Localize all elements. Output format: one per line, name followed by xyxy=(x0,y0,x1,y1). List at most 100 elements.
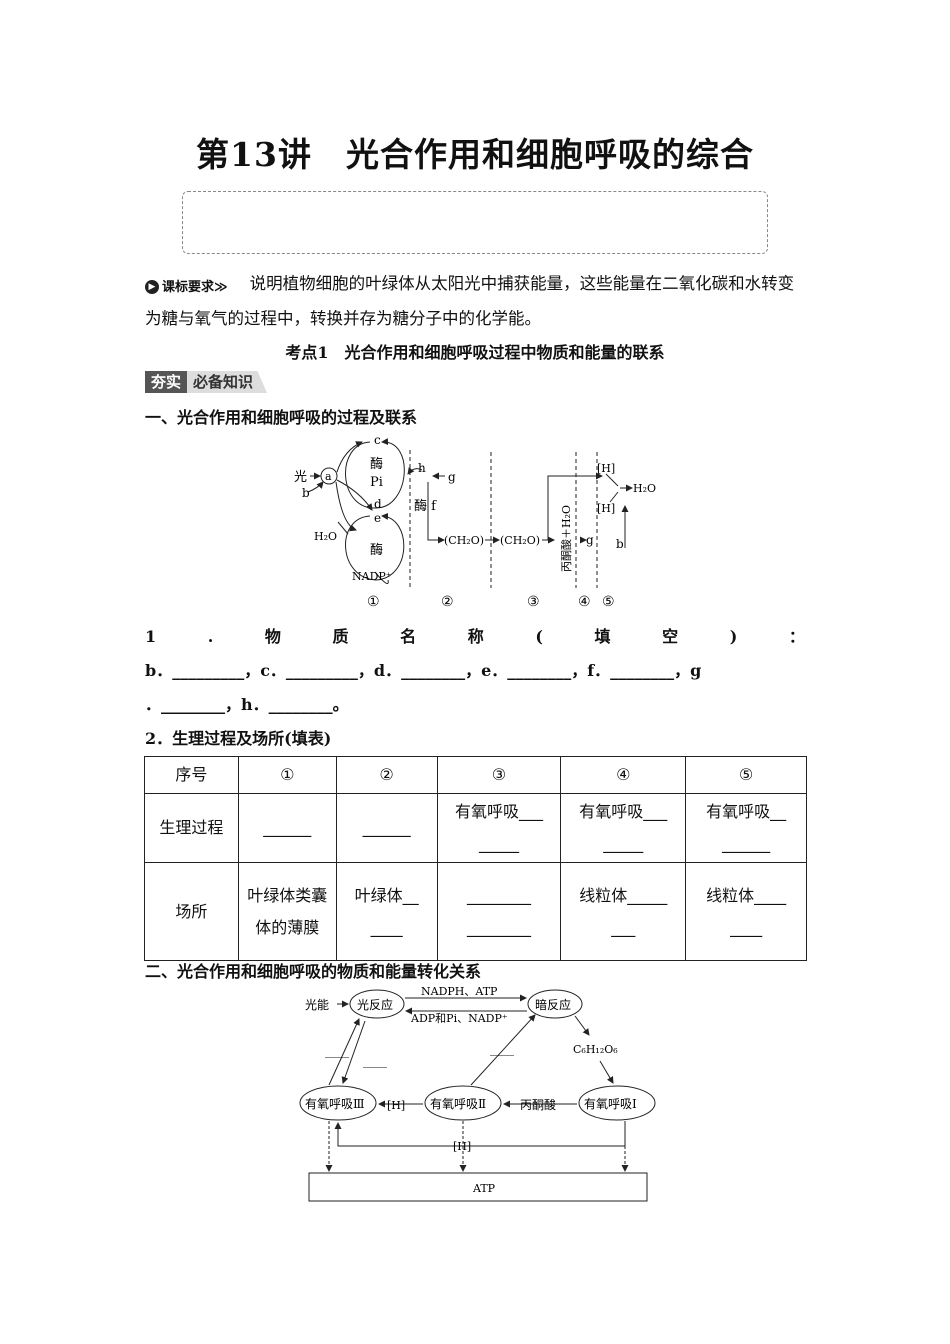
question-1-label-char: 名 xyxy=(400,627,417,646)
section2-heading: 二、光合作用和细胞呼吸的物质和能量转化关系 xyxy=(145,962,482,981)
question-1-label-char: ( xyxy=(535,627,543,646)
light-label: 光 xyxy=(294,470,307,485)
table-cell: ________ ________ xyxy=(436,862,562,961)
light-energy-label: 光能 xyxy=(305,998,329,1012)
a-label: a xyxy=(325,470,332,483)
energy-conversion-diagram: 光能 光反应 暗反应 NADPH、ATP ADP和Pi、NADP⁺ C₆H₁₂O… xyxy=(299,985,656,1202)
nadph-atp-label: NADPH、ATP xyxy=(421,985,498,998)
ch2o-label-1: (CH₂O) xyxy=(444,534,484,547)
h-bracket-label-1: [H] xyxy=(597,462,615,475)
table-header-row: 序号 ① ② ③ ④ ⑤ xyxy=(144,756,807,794)
adp-pi-label: ADP和Pi、NADP⁺ xyxy=(410,1012,508,1025)
requirement-badge-label: 课标要求 xyxy=(162,279,215,295)
glucose-label: C₆H₁₂O₆ xyxy=(573,1043,618,1056)
table-cell: 场所 xyxy=(144,862,239,961)
resp3-ellipse xyxy=(299,1085,377,1121)
notes-box xyxy=(182,191,768,254)
h-label-a: [H] xyxy=(387,1099,405,1112)
requirement-paragraph: ▶课标要求≫说明植物细胞的叶绿体从太阳光中捕获能量，这些能量在二氧化碳和水转变为… xyxy=(145,268,805,334)
table-cell: ______ xyxy=(335,793,438,863)
table-cell: 有氧呼吸__ ______ xyxy=(685,793,807,863)
table-cell: 叶绿体类囊体的薄膜 xyxy=(237,862,337,961)
stage-5-label: ⑤ xyxy=(602,594,615,610)
question-1-label: 1. 物 质 名 称 ( 填 空) ： xyxy=(145,620,805,654)
h2o-label: H₂O xyxy=(314,530,337,543)
question-1-label-char: 质 xyxy=(332,627,349,646)
stage-2-label: ② xyxy=(441,594,454,610)
g-label: g xyxy=(448,470,456,484)
b2-label: b xyxy=(616,537,624,551)
d-label: d xyxy=(374,497,382,511)
process-location-table: 序号 ① ② ③ ④ ⑤ 生理过程 ______ ______ 有氧呼吸___ … xyxy=(144,756,807,961)
pyruvate-label: 丙酮酸 xyxy=(520,1097,556,1112)
h-label: h xyxy=(418,461,426,475)
table-cell: 有氧呼吸___ _____ xyxy=(436,793,562,863)
knowledge-banner-part2: 必备知识 xyxy=(187,371,268,393)
g2-label: g xyxy=(586,533,594,547)
requirement-text: 说明植物细胞的叶绿体从太阳光中捕获能量，这些能量在二氧化碳和水转变为糖与氧气的过… xyxy=(145,274,795,328)
section1-heading: 一、光合作用和细胞呼吸的过程及联系 xyxy=(145,408,418,427)
a-circle xyxy=(320,467,338,485)
table-cell: 线粒体____ ____ xyxy=(685,862,807,961)
table-header-cell: ④ xyxy=(560,756,687,794)
table-cell: 叶绿体__ ____ xyxy=(335,862,438,961)
table-header-cell: ③ xyxy=(436,756,562,794)
requirement-badge: ▶课标要求≫ xyxy=(145,272,228,303)
question-1-label-char: 1 xyxy=(145,627,157,646)
enzyme-label-1: 酶 xyxy=(370,456,383,472)
question-1-line3: ．________，h．________。 xyxy=(145,695,349,714)
question-1-line2-text: b．_________，c．_________，d．________，e．___… xyxy=(145,661,702,680)
table-cell: 线粒体_____ ___ xyxy=(560,862,687,961)
nadp-label: NADP⁺ xyxy=(352,570,392,583)
table-header-cell: ② xyxy=(335,756,438,794)
atp-label: ATP xyxy=(472,1182,496,1195)
ch2o-label-2: (CH₂O) xyxy=(500,534,540,547)
table-row: 场所 叶绿体类囊体的薄膜 叶绿体__ ____ ________ _______… xyxy=(144,862,807,961)
blank-2: ____ xyxy=(363,1054,387,1068)
table-cell: ______ xyxy=(237,793,337,863)
blank-1: ____ xyxy=(325,1044,349,1058)
table-header-cell: 序号 xyxy=(144,756,239,794)
knowledge-banner-part1: 夯实 xyxy=(145,371,188,393)
table-cell: 有氧呼吸___ _____ xyxy=(560,793,687,863)
question-2: 2．生理过程及场所(填表) xyxy=(145,729,332,748)
stage-1-label: ① xyxy=(367,594,380,610)
question-1-label-char: 空 xyxy=(662,627,679,646)
light-reaction-ellipse xyxy=(349,989,405,1019)
resp1-label: 有氧呼吸Ⅰ xyxy=(584,1097,637,1111)
table-header-cell: ① xyxy=(237,756,337,794)
enzyme-f-label: 酶 f xyxy=(414,498,437,514)
question-1-label-char: ) xyxy=(729,627,738,646)
h-label-b: [H] xyxy=(453,1140,471,1153)
stage-4-label: ④ xyxy=(578,594,591,610)
question-1-line2: b．_________，c．_________，d．________，e．___… xyxy=(145,654,805,688)
question-1-label-char: . xyxy=(207,627,214,646)
dark-reaction-ellipse xyxy=(527,989,583,1019)
process-diagram: 光 b a c 酶 Pi d e 酶 H₂O NADP⁺ h g 酶 f (CH… xyxy=(294,433,656,610)
resp2-ellipse xyxy=(424,1085,502,1121)
table-cell: 生理过程 xyxy=(144,793,239,863)
light-reaction-label: 光反应 xyxy=(357,997,393,1012)
blank-3: ____ xyxy=(490,1042,514,1056)
pyruvate-h2o-label: 丙酮酸＋H₂O xyxy=(559,505,573,572)
play-icon: ▶ xyxy=(145,280,159,294)
stage-3-label: ③ xyxy=(527,594,540,610)
h2o-right-label: H₂O xyxy=(633,482,656,495)
page-title: 第13讲 光合作用和细胞呼吸的综合 xyxy=(196,135,754,174)
c-label: c xyxy=(374,433,381,447)
question-1-label-char: 填 xyxy=(594,627,611,646)
h-bracket-label-2: [H] xyxy=(597,502,615,515)
exam-point-heading: 考点1 光合作用和细胞呼吸过程中物质和能量的联系 xyxy=(285,343,665,362)
question-1-label-char: ： xyxy=(788,627,805,646)
table-header-cell: ⑤ xyxy=(685,756,807,794)
question-1-label-char: 物 xyxy=(264,627,281,646)
question-1-label-char: 称 xyxy=(467,627,484,646)
e-label: e xyxy=(374,511,381,525)
enzyme-label-2: 酶 xyxy=(370,542,383,558)
knowledge-banner: 夯实 必备知识 xyxy=(145,371,268,393)
pi-label: Pi xyxy=(370,475,383,490)
atp-box xyxy=(308,1172,648,1202)
dark-reaction-label: 暗反应 xyxy=(535,997,571,1012)
b-label: b xyxy=(302,486,310,500)
resp1-ellipse xyxy=(578,1085,656,1121)
